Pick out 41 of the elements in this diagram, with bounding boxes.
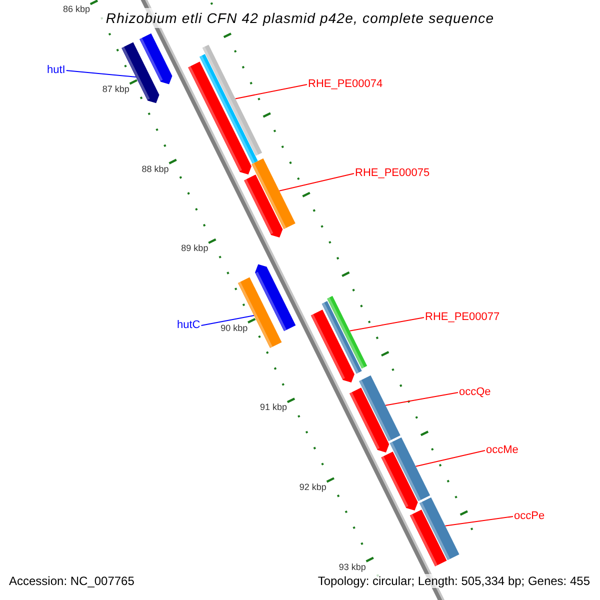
gene-arrow-bar — [349, 388, 390, 452]
leader-line — [66, 70, 136, 78]
gene-label: hutI — [47, 64, 66, 77]
gene-label: RHE_PE00075 — [355, 167, 430, 180]
gene-arrow-bar — [419, 497, 460, 560]
kbp-tick-label: 92 kbp — [299, 482, 326, 493]
leader-line — [415, 450, 486, 467]
gene-arrow-bar — [322, 301, 362, 374]
gene-label: RHE_PE00077 — [425, 311, 500, 324]
gene-arrow-bar — [202, 44, 262, 156]
kbp-tick-label: 89 kbp — [181, 243, 208, 254]
kbp-tick-label: 88 kbp — [142, 164, 169, 175]
kbp-tick-label: 91 kbp — [260, 402, 288, 414]
leader-line — [444, 516, 514, 526]
leader-line — [278, 173, 354, 192]
gene-label: RHE_PE00074 — [308, 78, 383, 91]
gene-arrow-bar — [390, 437, 430, 502]
gene-arrow-bar — [327, 296, 368, 369]
map-summary-text: Topology: circular; Length: 505,334 bp; Genes: 455 — [318, 574, 590, 588]
gene-arrow-bar — [410, 510, 447, 566]
gene-arrow-bar — [244, 174, 283, 238]
gene-label: occPe — [514, 510, 545, 523]
kbp-tick-label: 86 kbp — [62, 4, 90, 16]
gene-arrow-bar — [359, 375, 400, 442]
gene-arrow-bar — [381, 452, 418, 510]
leader-line — [234, 84, 308, 100]
kbp-tick-label: 87 kbp — [102, 84, 130, 95]
accession-text: Accession: NC_007765 — [9, 574, 134, 588]
kbp-tick-label: 93 kbp — [338, 562, 366, 573]
gene-label: hutC — [177, 319, 200, 332]
gene-arrow-bar — [139, 33, 172, 84]
gene-arrow-bar — [200, 54, 258, 164]
leader-line — [385, 392, 458, 406]
gene-arrow-bar — [252, 158, 296, 230]
kbp-tick-label: 90 kbp — [220, 322, 248, 334]
gene-arrow-bar — [188, 62, 252, 174]
gene-label: occQe — [459, 386, 491, 399]
gene-arrow-bar — [255, 264, 296, 332]
gene-arrow-bar — [310, 310, 354, 382]
gene-label: occMe — [486, 444, 518, 457]
leader-line — [200, 314, 254, 326]
